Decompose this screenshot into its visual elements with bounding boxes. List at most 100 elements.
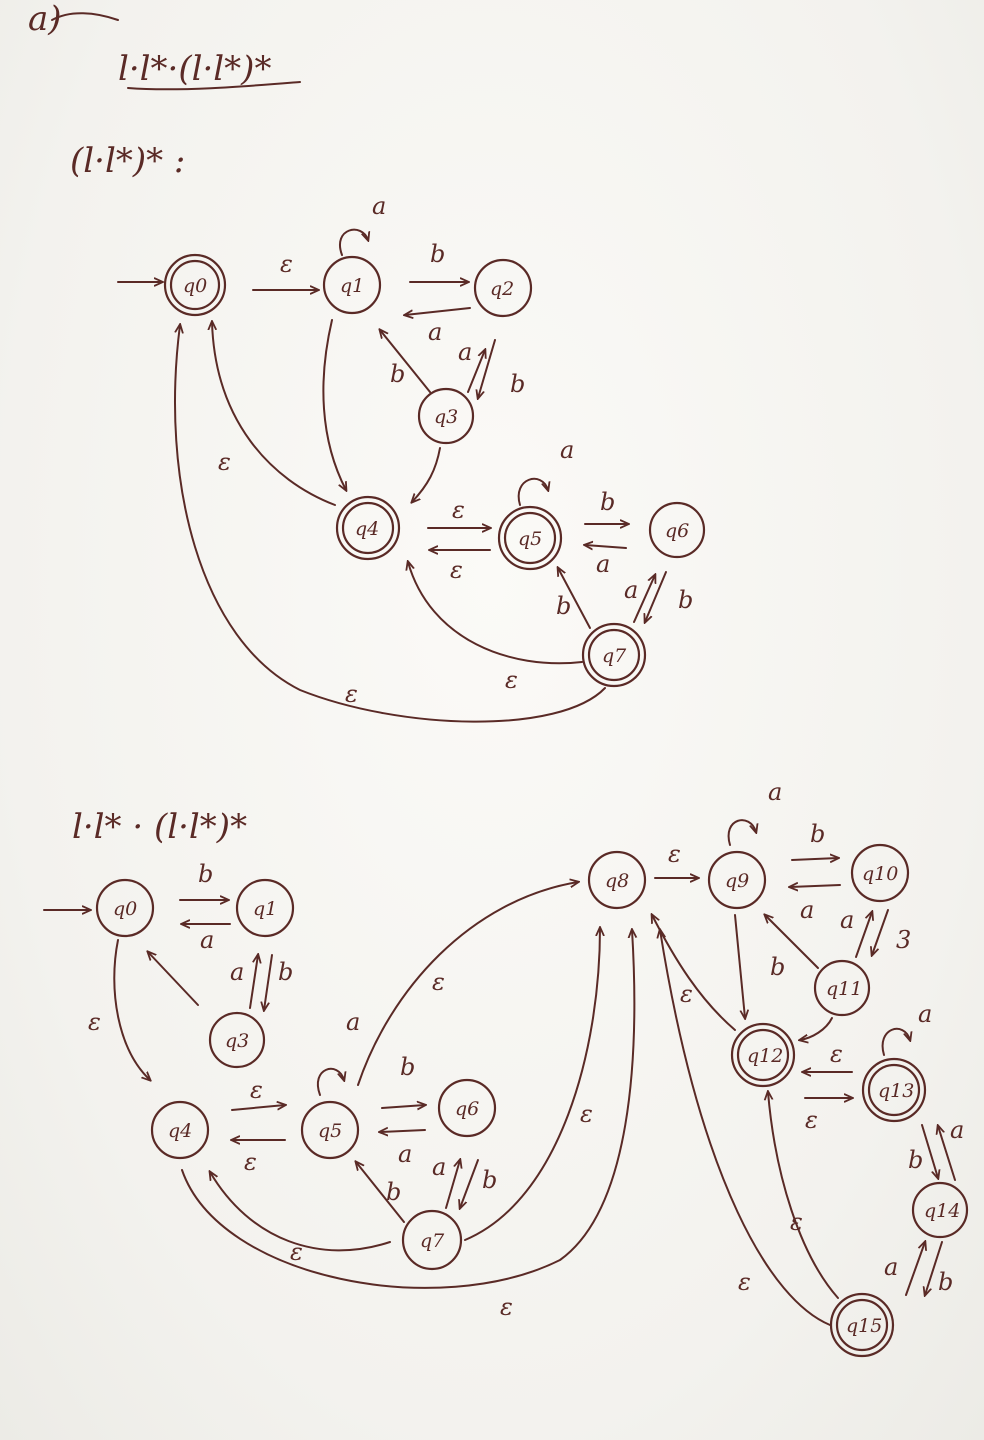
edge-label: ε <box>668 840 681 868</box>
edge-label: ε <box>452 496 465 524</box>
edge-label: a <box>200 926 214 954</box>
edge-q11-q12 <box>800 1017 833 1040</box>
loop-q5 <box>517 478 548 506</box>
edge-label: ε <box>790 1208 803 1236</box>
edge-q13-q14 <box>921 1124 938 1178</box>
edge-label: a <box>624 576 638 604</box>
edge-q10-q11 <box>872 909 889 955</box>
edge-label: b <box>386 1178 401 1206</box>
edge-label: ε <box>805 1106 818 1134</box>
edge-q4-q8 <box>181 930 634 1289</box>
edge-label: ε <box>680 980 693 1008</box>
edge-label: b <box>278 958 293 986</box>
edge-label: b <box>482 1166 497 1194</box>
edge-label: ε <box>290 1238 303 1266</box>
edge-label: ε <box>244 1148 257 1176</box>
state-q11: q11 <box>813 959 871 1017</box>
state-q14: q14 <box>911 1181 969 1239</box>
edge-q3-q4 <box>412 447 441 502</box>
state-q6-b: q6 <box>437 1078 497 1138</box>
edge-q9-q10 <box>791 858 838 860</box>
state-label: q7 <box>420 1230 445 1252</box>
state-label: q15 <box>846 1315 882 1337</box>
edge-label: a <box>768 778 782 806</box>
edge-q15-q14 <box>905 1242 925 1296</box>
edge-label: a <box>372 192 386 220</box>
diagram-1: q0 q1 q2 q3 q4 q5 q6 q7 <box>117 192 706 723</box>
edge-label: ε <box>450 556 463 584</box>
state-q2: q2 <box>473 258 533 318</box>
state-label: q3 <box>434 406 458 428</box>
underline-mark <box>51 12 119 21</box>
edge-q7-q5-b <box>356 1162 405 1223</box>
edge-label: a <box>596 550 610 578</box>
state-label: q10 <box>862 863 898 885</box>
edge-q7-q5 <box>558 568 591 629</box>
edge-q2-q3 <box>478 339 496 398</box>
state-q3-b: q3 <box>208 1011 266 1069</box>
edge-q6-q7 <box>645 571 667 622</box>
edge-label: b <box>600 488 615 516</box>
edge-q9-q12 <box>734 914 745 1018</box>
state-label: q6 <box>455 1098 479 1120</box>
loop-q13 <box>881 1028 910 1056</box>
edge-label: a <box>432 1153 446 1181</box>
state-label: q6 <box>665 520 689 542</box>
state-label: q14 <box>924 1200 960 1222</box>
edge-q15-q8 <box>660 930 831 1326</box>
state-label: q0 <box>183 275 207 297</box>
edge-q1-q3-b <box>264 954 273 1010</box>
edge-label: ε <box>500 1293 513 1321</box>
state-q10: q10 <box>850 843 910 903</box>
edge-label: ε <box>280 250 293 278</box>
state-q3: q3 <box>417 387 475 445</box>
edge-label: b <box>198 860 213 888</box>
edge-q7-q0 <box>174 325 606 723</box>
edge-label: b <box>390 360 405 388</box>
edge-q12-q8 <box>652 915 736 1031</box>
edge-q14-q13 <box>938 1126 956 1181</box>
state-q0: q0 <box>163 253 227 317</box>
edge-label: b <box>938 1268 953 1296</box>
state-q1-b: q1 <box>235 878 295 938</box>
state-q5: q5 <box>497 505 563 571</box>
expression-top: l·l*·(l·l*)* <box>118 49 271 89</box>
edge-q15-q12 <box>768 1092 839 1299</box>
state-label: q1 <box>340 275 364 297</box>
edge-label: a <box>884 1253 898 1281</box>
edge-label: a <box>428 318 442 346</box>
state-label: q0 <box>113 898 137 920</box>
edge-label: b <box>556 592 571 620</box>
edge-q3-q1 <box>380 330 431 393</box>
edge-q2-q1 <box>405 307 471 315</box>
edge-label: a <box>840 906 854 934</box>
edge-label: b <box>678 586 693 614</box>
state-label: q12 <box>747 1045 783 1067</box>
edge-q14-q15 <box>925 1241 943 1295</box>
expression-kleene: (l·l*)* : <box>70 141 185 181</box>
expression-bottom: l·l* · (l·l*)* <box>72 807 247 847</box>
state-label: q9 <box>725 870 749 892</box>
edge-label: a <box>398 1140 412 1168</box>
edge-label: a <box>950 1116 964 1144</box>
edge-label: ε <box>830 1040 843 1068</box>
state-label: q8 <box>605 870 629 892</box>
edge-label: a <box>346 1008 360 1036</box>
loop-q1 <box>339 228 368 256</box>
edge-label: ε <box>345 680 358 708</box>
state-q4: q4 <box>335 495 401 561</box>
state-label: q11 <box>826 978 862 1000</box>
state-label: q1 <box>253 898 277 920</box>
edge-label: a <box>800 896 814 924</box>
state-label: q13 <box>878 1080 914 1102</box>
edge-q7-q4 <box>408 562 583 665</box>
state-label: q3 <box>225 1030 249 1052</box>
edge-q7-q8 <box>464 928 600 1241</box>
edge-q3-q2 <box>467 350 485 393</box>
state-q6: q6 <box>648 501 706 559</box>
state-q5-b: q5 <box>300 1100 360 1160</box>
edge-label: ε <box>88 1008 101 1036</box>
edge-q5-q8 <box>357 882 578 1086</box>
edge-q7-q4-b <box>210 1172 391 1252</box>
